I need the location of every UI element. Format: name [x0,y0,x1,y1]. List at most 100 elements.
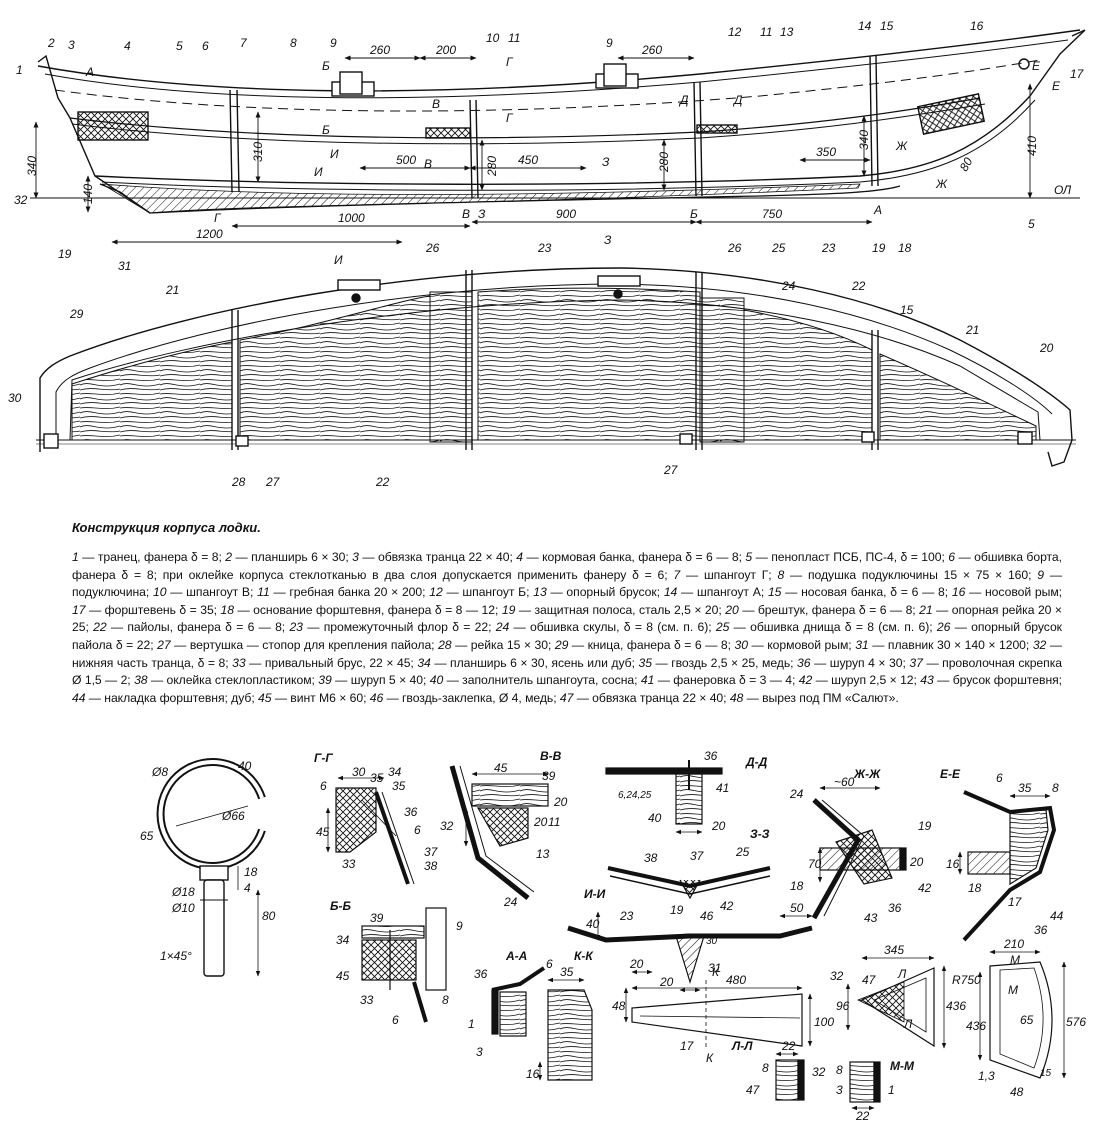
section-ii [567,911,813,993]
legend-number: 4 [516,550,524,564]
plan-label-22: 22 [375,475,390,489]
label-12: 12 [728,25,742,39]
vv-part-11: 11 [548,815,560,829]
station-z-1: З [602,155,610,169]
dim-260-a: 260 [369,43,390,57]
dim-1200: 1200 [196,227,223,241]
dd-dim-62425: 6,24,25 [618,790,652,801]
kk-dim-35: 35 [560,965,574,979]
bb-part-45: 45 [336,969,350,983]
section-title-zhzh: Ж-Ж [853,767,881,781]
legend-number: 27 [157,637,171,652]
ee-dim-35: 35 [1018,781,1032,795]
legend-number: 21 [919,602,933,617]
frame-b [693,81,697,197]
keel-mark-k2: К [706,1051,714,1065]
waterline-label: ОЛ [1054,183,1072,197]
plan-view [36,267,1076,467]
legend-text: — нижняя часть транца, δ = 8; [72,637,1062,670]
legend-number: 12 [429,585,443,600]
legend-number: 17 [72,602,86,617]
plan-outer-hull [39,267,1073,467]
legend-number: 10 [153,585,167,600]
label-32: 32 [14,193,28,207]
station-zh-2: Ж [935,177,948,191]
plan-label-21: 21 [165,283,179,297]
ring-dim-18: 18 [244,865,258,879]
legend-text: — заполнитель шпангоута, сосна; [443,673,641,688]
legend-number: 13 [533,585,547,600]
legend-text: — гребная банка 20 × 200; [269,585,430,600]
legend-number: 39 [318,673,332,688]
legend-number: 33 [232,655,246,670]
transom2-mark-m1: М [1010,953,1020,967]
mm-part-3: 3 [836,1083,843,1097]
section-kk-labels: К-К 35 16 [526,949,594,1081]
ii-part-23: 23 [619,909,634,923]
keel-part-17: 17 [680,1039,695,1053]
legend-text: — вырез под ПМ «Салют». [743,690,899,705]
dd-part-41: 41 [716,781,729,795]
ii-part-30: 30 [706,936,718,947]
gg-dim-35: 35 [370,771,384,785]
section-vv [449,765,549,900]
gg-part-33: 33 [342,857,356,871]
label-19b: 19 [872,241,886,255]
frame-g [229,89,233,193]
legend-number: 42 [798,673,813,688]
dim-410: 410 [1025,136,1039,156]
gg-part-34: 34 [388,765,402,779]
plan-label-24: 24 [781,279,796,293]
foam-block-bow [916,93,986,135]
legend-text: — брештук, фанера δ = 6 — 8; [738,602,920,617]
floorboard-stern [71,341,233,441]
keel-dim-48: 48 [612,999,626,1013]
section-zhzh-labels: Ж-Ж ~60 24 19 70 20 18 42 43 36 [789,767,932,925]
ee-part-6: 6 [996,771,1003,785]
transom2-detail [977,949,1067,1079]
plan-label-21b: 21 [965,323,979,337]
legend-number: 20 [725,602,739,617]
legend-text: — обшивка борта, фанера δ = 8; при оклей… [72,550,1062,582]
thwart-seat-b [696,124,738,134]
label-13: 13 [780,25,794,39]
legend-text: — накладка форштевня; дуб; [85,690,259,705]
legend-number: 26 [936,620,951,635]
label-5: 5 [176,39,183,53]
keel-mark-k1: К [712,965,720,979]
station-d-2: Д [732,93,743,107]
station-i-2: И [334,253,343,267]
transom2-part-13: 1,3 [978,1069,995,1083]
stem-outline [1029,29,1086,97]
legend-number: 41 [640,673,655,688]
section-title-zz: З-З [750,827,770,841]
sheer-line [37,29,1081,92]
plan-view-labels: 21 29 30 28 27 22 27 24 22 15 21 20 [8,279,1054,489]
dim-750: 750 [762,207,782,221]
legend-number: 38 [134,673,148,688]
bb-part-8: 8 [442,993,449,1007]
caption-title: Конструкция корпуса лодки. [72,520,261,535]
oarlock-plan-1 [351,293,361,303]
mm-dim-8: 8 [836,1063,843,1077]
vv-dim-20a: 20 [553,795,568,809]
zhzh-part-19: 19 [918,819,932,833]
dim-340-a: 340 [25,156,39,176]
legend-text: — подуключина; [72,567,1062,600]
station-e-2: Е [1052,79,1061,93]
keel-detail-labels: 48 20 480 100 17 К К [612,957,834,1065]
vv-part-39: 39 [542,769,556,783]
station-a-top: А [85,65,94,79]
vv-part-13: 13 [536,847,550,861]
legend-number: 37 [909,655,923,670]
zz-part-42: 42 [720,899,734,913]
legend-text: — фанеровка δ = 3 — 4; [654,673,799,688]
label-10: 10 [486,31,500,45]
legend-text: — промежуточный флор δ = 22; [302,620,496,635]
legend-number: 48 [729,690,744,705]
station-i-3: И [314,165,323,179]
bow-ring [1018,58,1030,70]
ll-dim-22: 22 [781,1039,796,1053]
legend-text: — шпангоут Г; [680,567,778,582]
transom2-part-48: 48 [1010,1085,1024,1099]
